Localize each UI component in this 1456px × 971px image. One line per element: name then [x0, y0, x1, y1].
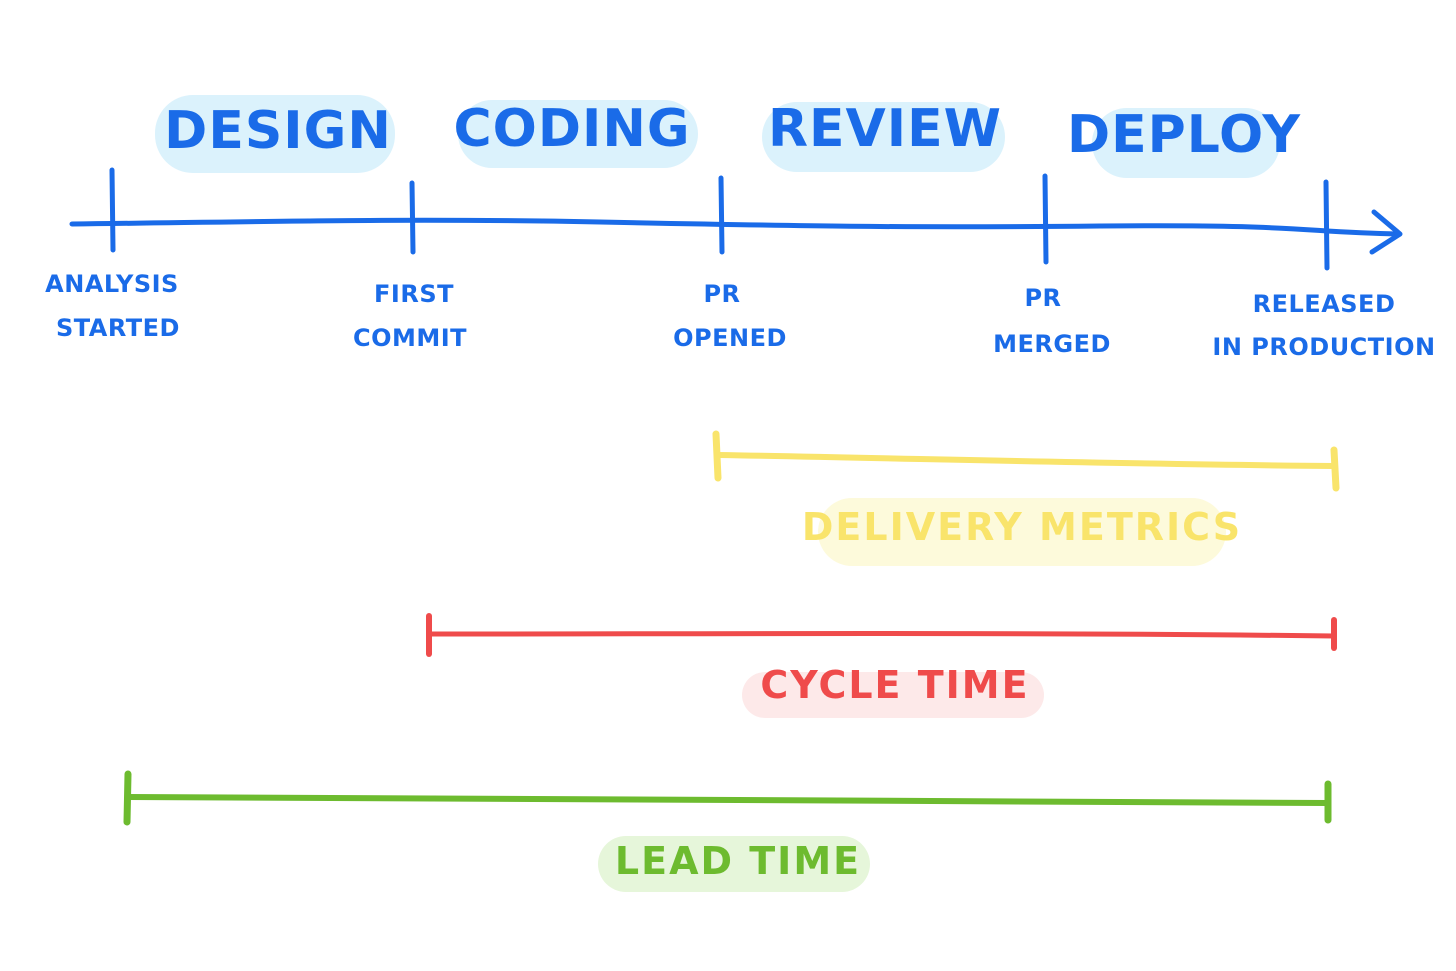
milestone-line1: PR [703, 280, 740, 308]
milestone-pr-merged: PR MERGED [993, 284, 1111, 358]
tick-first-commit [409, 180, 416, 255]
phase-label-deploy: DEPLOY [1067, 105, 1301, 165]
tick-analysis-started [109, 167, 116, 253]
milestone-line2: OPENED [673, 324, 787, 352]
milestone-released-in-production: RELEASED IN PRODUCTION [1212, 290, 1435, 361]
milestone-line2: MERGED [993, 330, 1111, 358]
lead-time-label: LEAD TIME [615, 839, 861, 883]
phase-highlights [155, 95, 1280, 178]
lead-time-span: LEAD TIME [123, 770, 1332, 892]
delivery-metrics-start-cap [712, 430, 722, 482]
tick-released-in-production [1323, 179, 1330, 271]
phase-highlight-coding [458, 100, 698, 168]
phase-label-design: DESIGN [164, 101, 392, 161]
phase-label-review: REVIEW [768, 99, 1002, 159]
cycle-time-label: CYCLE TIME [760, 663, 1029, 707]
milestone-line1: ANALYSIS [45, 270, 179, 298]
timeline-line [69, 217, 1401, 237]
lead-time-highlight [598, 836, 870, 892]
milestone-line1: PR [1024, 284, 1061, 312]
cycle-time-highlight [742, 672, 1044, 718]
timeline-arrowhead-icon [1369, 209, 1403, 255]
milestone-first-commit: FIRST COMMIT [353, 280, 467, 352]
milestone-pr-opened: PR OPENED [673, 280, 787, 352]
milestone-line1: RELEASED [1253, 290, 1396, 318]
milestone-line2: COMMIT [353, 324, 467, 352]
delivery-metrics-highlight [818, 498, 1226, 566]
lead-time-bar [125, 793, 1331, 806]
milestone-analysis-started: ANALYSIS STARTED [45, 270, 180, 342]
phase-labels: DESIGN CODING REVIEW DEPLOY [164, 99, 1301, 165]
lead-time-start-cap [123, 770, 132, 826]
cycle-time-bar [427, 631, 1337, 639]
tick-pr-opened [718, 175, 725, 255]
phase-highlight-deploy [1092, 108, 1280, 178]
milestone-line2: IN PRODUCTION [1212, 333, 1435, 361]
milestone-labels: ANALYSIS STARTED FIRST COMMIT PR OPENED … [45, 270, 1435, 361]
milestone-line2: STARTED [56, 314, 180, 342]
delivery-metrics-end-cap [1330, 446, 1340, 492]
delivery-metrics-label: DELIVERY METRICS [802, 505, 1242, 549]
tick-pr-merged [1042, 173, 1049, 265]
phase-highlight-design [155, 95, 395, 173]
cycle-time-span: CYCLE TIME [426, 613, 1337, 718]
phase-label-coding: CODING [453, 99, 690, 159]
timeline-axis [69, 167, 1403, 271]
delivery-metrics-span: DELIVERY METRICS [712, 430, 1340, 566]
delivery-metrics-bar [715, 452, 1337, 469]
phase-highlight-review [762, 102, 1005, 172]
milestone-line1: FIRST [374, 280, 454, 308]
